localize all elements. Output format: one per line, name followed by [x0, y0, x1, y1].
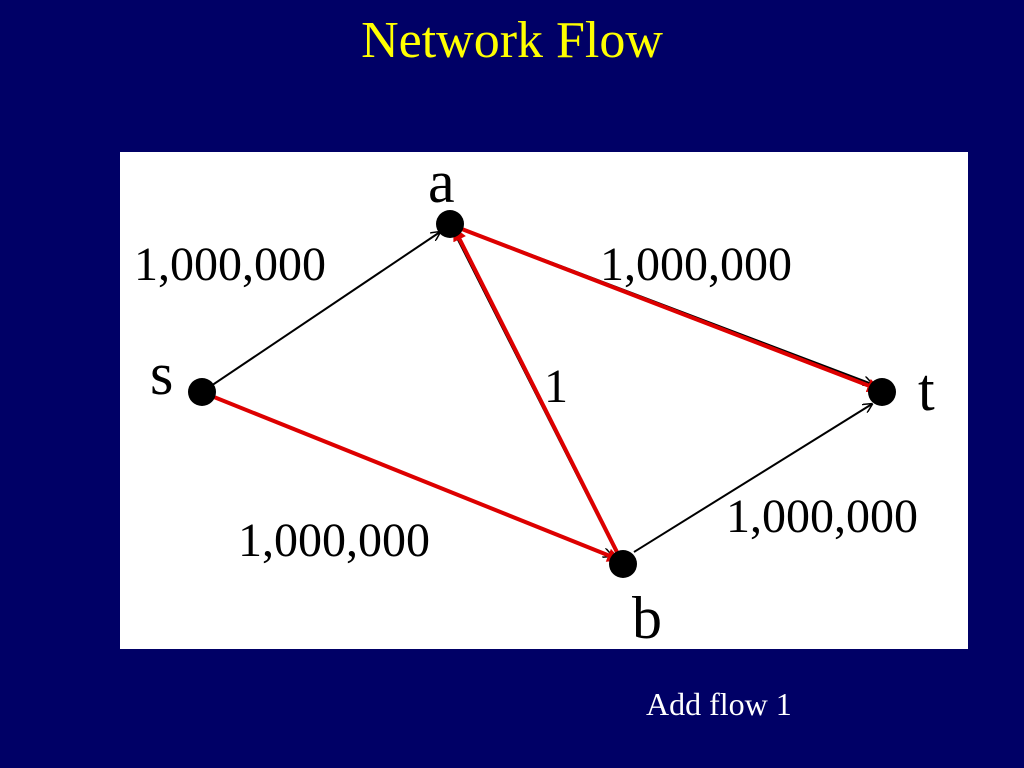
edge-label-a-t: 1,000,000 — [600, 238, 792, 291]
node-t — [868, 378, 896, 406]
network-diagram: a s t b 1,000,000 1,000,000 1 1,000,000 … — [120, 152, 968, 649]
node-label-a: a — [428, 152, 455, 215]
slide-caption: Add flow 1 — [646, 686, 792, 722]
node-a — [436, 210, 464, 238]
node-s — [188, 378, 216, 406]
flow-path-s-b — [203, 391, 622, 562]
edge-b-t — [633, 404, 872, 553]
edge-label-b-t: 1,000,000 — [726, 490, 918, 543]
slide-title: Network Flow — [361, 12, 663, 69]
node-label-s: s — [150, 341, 173, 407]
edge-label-s-a: 1,000,000 — [134, 238, 326, 291]
edge-label-b-a: 1 — [544, 360, 568, 413]
edge-label-s-b: 1,000,000 — [238, 514, 430, 567]
flow-path-a-t — [453, 224, 882, 393]
node-label-b: b — [632, 585, 662, 649]
node-b — [609, 550, 637, 578]
edge-s-a — [201, 232, 440, 393]
flow-path-b-a — [452, 226, 624, 563]
network-graph-svg: a s t b 1,000,000 1,000,000 1 1,000,000 … — [134, 152, 935, 649]
node-label-t: t — [918, 357, 935, 423]
